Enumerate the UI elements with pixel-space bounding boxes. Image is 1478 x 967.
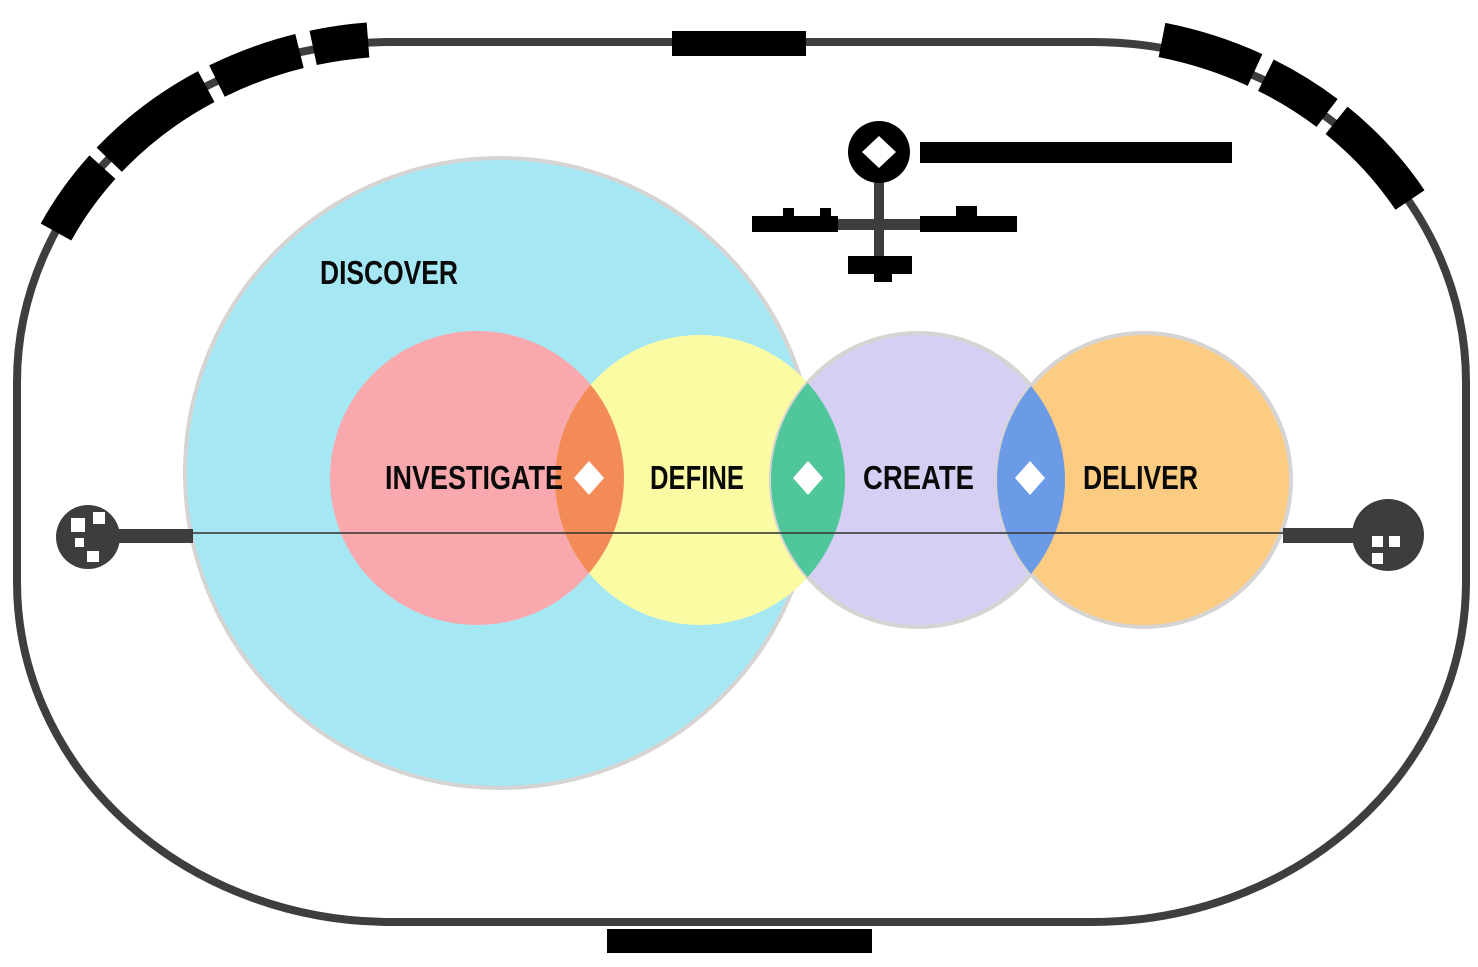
gate-diamond-create-deliver-icon	[1015, 461, 1045, 495]
redacted-curved-text-top-right	[1158, 22, 1425, 210]
gate-diamond-investigate-define-icon	[574, 461, 604, 495]
redacted-curved-text-top-left	[40, 22, 370, 241]
redacted-text-bottom-center	[607, 929, 872, 953]
endpoint-icon-pixel	[1389, 536, 1400, 547]
legend-gate	[752, 121, 1232, 282]
legend-redacted-axis-right-text	[920, 216, 1017, 232]
redacted-text-fragment	[820, 208, 831, 217]
stage-circle-investigate	[330, 331, 624, 625]
end-endpoint	[1283, 499, 1424, 571]
endpoint-icon-pixel	[75, 538, 84, 547]
stage-label-create: CREATE	[863, 459, 974, 496]
legend-redacted-title-text	[920, 142, 1232, 163]
redacted-text-fragment	[956, 206, 977, 217]
stage-circle-define	[555, 335, 845, 625]
stage-label-define: DEFINE	[650, 459, 744, 496]
endpoint-icon-pixel	[71, 518, 85, 532]
start-connector-line	[117, 529, 193, 543]
endpoint-icon-pixel	[93, 512, 105, 524]
endpoint-icon-pixel	[87, 551, 99, 562]
stage-label-investigate: INVESTIGATE	[385, 459, 563, 496]
legend-axis-line	[838, 219, 920, 230]
endpoint-icon-pixel	[1372, 553, 1383, 564]
legend-gate-diamond-inner	[862, 136, 896, 168]
stage-label-discover: DISCOVER	[320, 254, 458, 291]
end-endpoint-icon	[1352, 499, 1424, 571]
start-endpoint	[56, 505, 193, 569]
redacted-text-top-center	[672, 31, 806, 56]
stage-label-deliver: DELIVER	[1083, 459, 1198, 496]
gate-diamond-define-create-icon	[793, 461, 823, 495]
legend-redacted-caption-text	[848, 256, 912, 274]
endpoint-icon-pixel	[1372, 536, 1383, 547]
redacted-text-fragment	[874, 274, 892, 282]
end-connector-line	[1283, 528, 1357, 543]
legend-redacted-axis-left-text	[752, 216, 838, 232]
redacted-text-fragment	[783, 208, 794, 217]
